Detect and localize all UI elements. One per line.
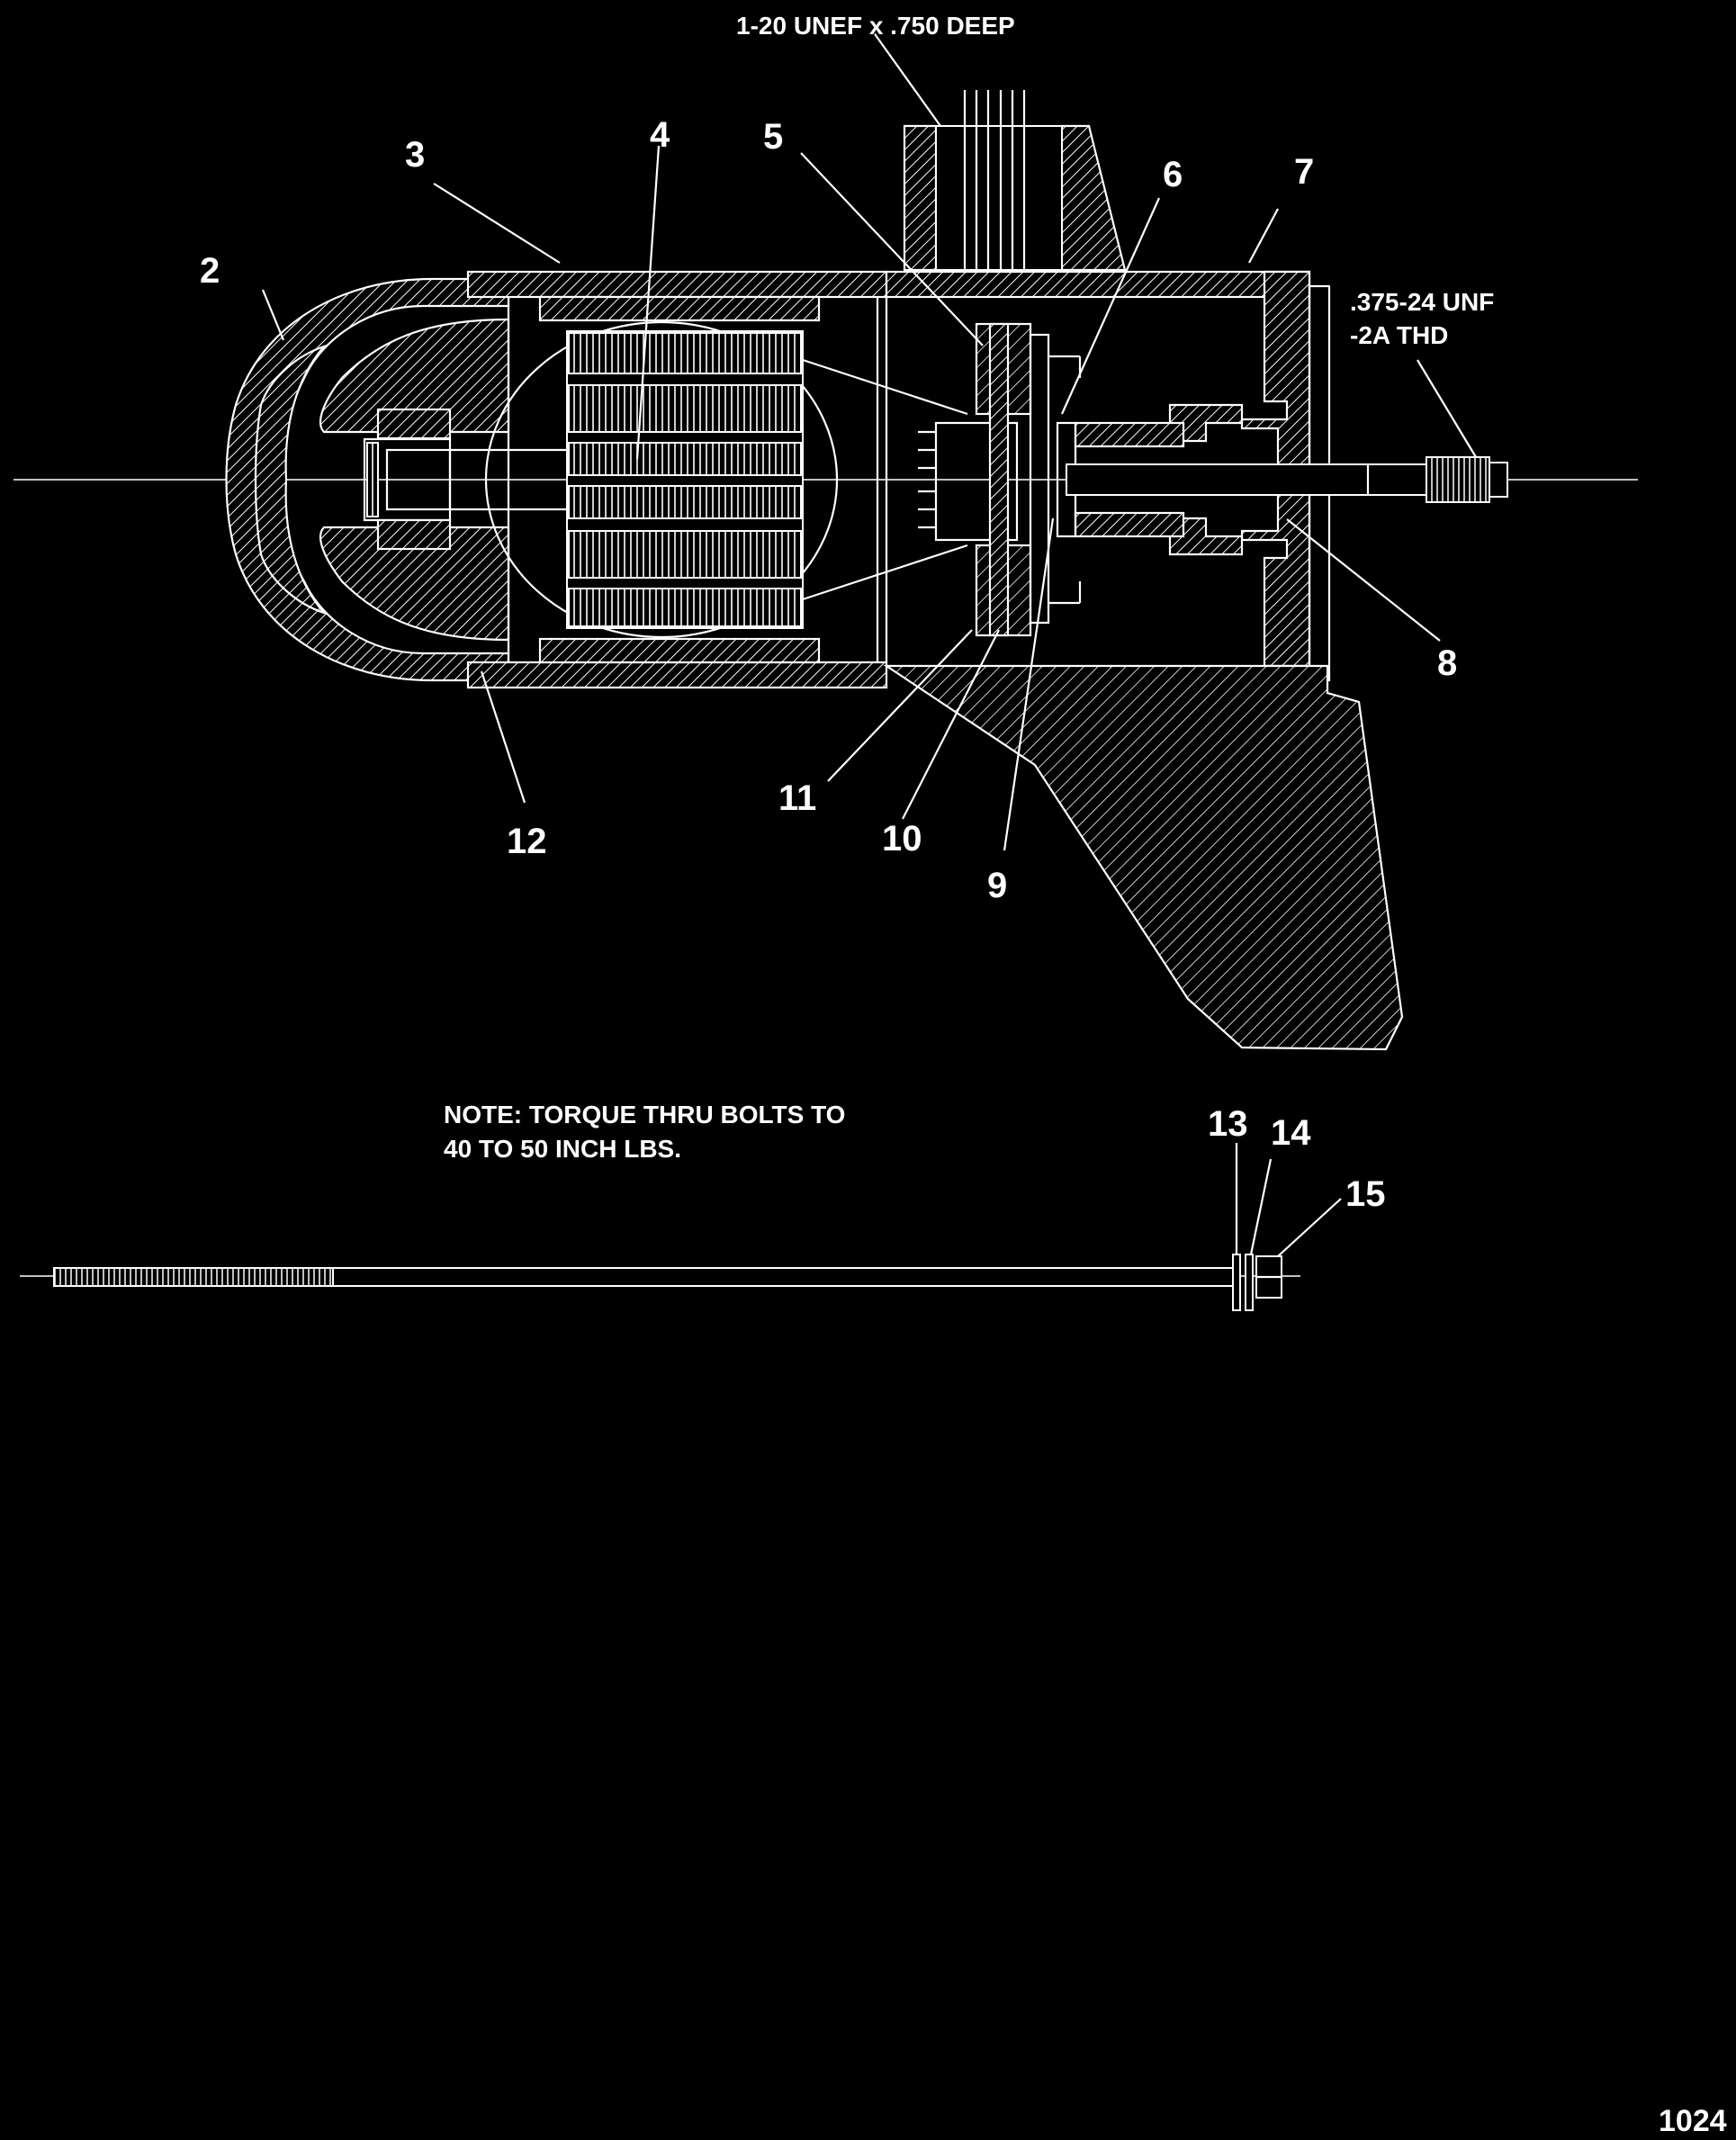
callout-2: 2 [200,251,220,291]
brush-plate [975,322,1082,637]
callout-8: 8 [1437,643,1457,683]
washer-14 [1245,1254,1254,1311]
commutator [918,421,1019,542]
callout-10: 10 [882,819,922,859]
leader-lines [261,31,1477,1257]
callout-6: 6 [1163,155,1183,194]
callout-5: 5 [763,117,783,157]
mount-tube [885,90,1311,662]
shaft [1066,456,1508,503]
callout-13: 13 [1208,1104,1248,1144]
callout-4: 4 [650,115,670,155]
callout-3: 3 [405,135,425,175]
shaft-thread-spec-line2: -2A THD [1350,321,1448,349]
washer-13 [1232,1254,1241,1311]
torque-note-line2: 40 TO 50 INCH LBS. [444,1135,681,1163]
rear-housing [1056,270,1331,682]
shaft-thread-spec-line1: .375-24 UNF [1350,288,1494,316]
nose-cone [225,277,576,682]
top-thread-spec: 1-20 UNEF x .750 DEEP [736,12,1015,40]
annotations: 1-20 UNEF x .750 DEEP .375-24 UNF -2A TH… [443,11,1728,2140]
callout-11: 11 [778,778,816,818]
callout-15: 15 [1345,1174,1386,1214]
callout-12: 12 [507,822,547,861]
thru-bolt [20,1254,1300,1311]
callout-7: 7 [1294,152,1314,192]
torque-note-line1: NOTE: TORQUE THRU BOLTS TO [444,1101,845,1128]
skeg [883,664,1404,1051]
page-code: 1024 [1659,2104,1727,2138]
callout-9: 9 [987,866,1007,905]
armature [484,320,968,639]
callout-14: 14 [1271,1113,1311,1153]
callouts: 2 3 4 5 6 7 8 9 10 11 12 13 14 15 [199,114,1459,1216]
